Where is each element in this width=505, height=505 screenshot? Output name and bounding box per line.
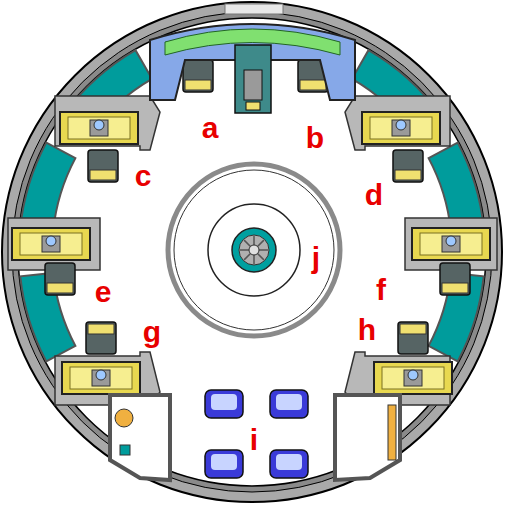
- station-console: [12, 228, 90, 260]
- station-chair: [88, 150, 118, 182]
- station-console: [412, 228, 490, 260]
- station-console: [362, 112, 440, 144]
- station-letter: h: [358, 315, 376, 345]
- center-ring: [174, 170, 334, 330]
- station-letter: f: [376, 275, 386, 305]
- hull-inner-trim: [12, 12, 492, 492]
- side-room: [110, 395, 170, 480]
- teal-fixture: [120, 445, 130, 455]
- station-console: [60, 112, 138, 144]
- station-chair: [440, 263, 470, 295]
- wall-panel: [20, 273, 75, 361]
- wall-block: [345, 96, 450, 150]
- wall-block: [8, 218, 100, 270]
- station-letter: c: [135, 161, 152, 191]
- station-chair: [45, 263, 75, 295]
- station-letter: d: [365, 180, 383, 210]
- passenger-seat: [270, 450, 308, 478]
- wall-block: [55, 96, 160, 150]
- station-letter: a: [202, 113, 219, 143]
- wall-block: [405, 218, 497, 270]
- station-console: [62, 362, 140, 394]
- hub-center: [249, 245, 259, 255]
- station-letter: b: [306, 123, 324, 153]
- center-ring: [208, 204, 300, 296]
- station-console: [374, 362, 452, 394]
- station-letter: i: [250, 425, 258, 455]
- station-chair: [183, 60, 213, 92]
- station-letter: g: [143, 317, 161, 347]
- passenger-seat: [270, 390, 308, 418]
- center-ring: [168, 164, 340, 336]
- side-room: [335, 395, 400, 480]
- door-bar: [388, 405, 396, 460]
- main-console: [150, 24, 355, 113]
- station-chair: [393, 150, 423, 182]
- station-chair: [398, 322, 428, 354]
- wall-panel: [429, 273, 484, 361]
- station-letter: e: [95, 277, 112, 307]
- station-letter: j: [312, 243, 320, 273]
- passenger-seat: [205, 450, 243, 478]
- hub: [232, 228, 276, 272]
- top-bar: [225, 4, 283, 14]
- passenger-seat: [205, 390, 243, 418]
- hub-core: [239, 235, 269, 265]
- station-chair: [86, 322, 116, 354]
- orange-fixture: [115, 409, 133, 427]
